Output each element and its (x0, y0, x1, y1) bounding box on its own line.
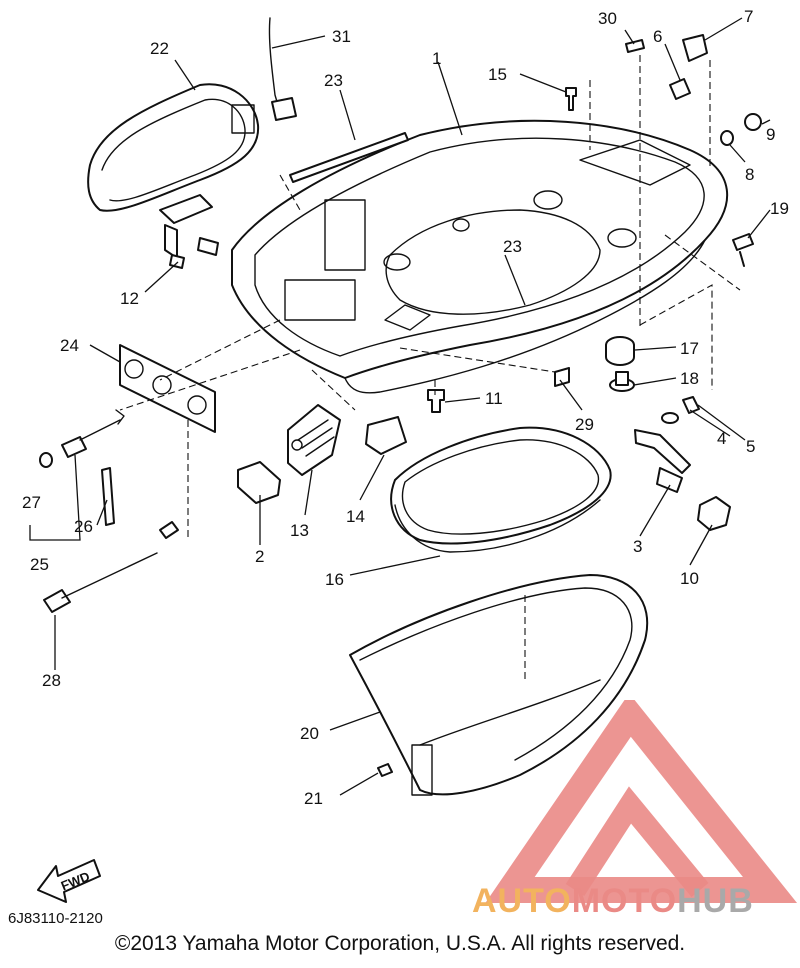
nut-part-5 (682, 396, 700, 414)
callout-30: 30 (598, 9, 617, 28)
leader-lines (29, 17, 771, 796)
callout-8: 8 (745, 165, 754, 184)
callout-10: 10 (680, 569, 699, 588)
callout-20: 20 (300, 724, 319, 743)
callout-11: 11 (485, 389, 503, 408)
grommet-part-17 (605, 336, 635, 366)
callout-25: 25 (30, 555, 49, 574)
fwd-arrow-icon: FWD (37, 859, 101, 903)
washer-part-4 (661, 412, 679, 424)
callout-labels: 1 2 3 4 5 6 7 8 9 10 11 12 13 14 15 16 1… (22, 7, 789, 808)
callout-21: 21 (304, 789, 323, 808)
label-parts (554, 39, 645, 387)
seal-gasket-part (390, 426, 612, 553)
callout-6: 6 (653, 27, 662, 46)
callout-18: 18 (680, 369, 699, 388)
strip-part-23 (289, 132, 409, 183)
bracket-part-3 (634, 429, 691, 493)
callout-27: 27 (22, 493, 41, 512)
callout-16: 16 (325, 570, 344, 589)
automotohub-logo-icon (485, 700, 798, 903)
callout-3: 3 (633, 537, 642, 556)
callout-23a: 23 (324, 71, 343, 90)
fwd-label: FWD (59, 869, 92, 894)
callout-1: 1 (432, 49, 441, 68)
grommet-plate-part (119, 344, 216, 433)
callout-13: 13 (290, 521, 309, 540)
rectifier-part (287, 404, 341, 476)
callout-14: 14 (346, 507, 365, 526)
bushing-part-18 (609, 371, 635, 392)
callout-29: 29 (575, 415, 594, 434)
callout-2: 2 (255, 547, 264, 566)
lower-cover-part (349, 574, 649, 796)
hardware-parts (377, 34, 762, 777)
callout-19: 19 (770, 199, 789, 218)
callout-31: 31 (332, 27, 351, 46)
callout-24: 24 (60, 336, 79, 355)
assembly-dashed-lines (119, 55, 741, 680)
callout-17: 17 (680, 339, 699, 358)
callout-15: 15 (488, 65, 507, 84)
callout-23b: 23 (503, 237, 522, 256)
callout-4: 4 (717, 429, 726, 448)
bottom-cowling-part (231, 119, 729, 394)
part-code: 6J83110-2120 (8, 910, 103, 927)
cap-part-2 (237, 461, 281, 504)
seal-part-14 (365, 416, 407, 455)
watermark-wordmark: AUTOMOTOHUB (472, 882, 754, 921)
callout-5: 5 (746, 437, 755, 456)
callout-26: 26 (74, 517, 93, 536)
callout-9: 9 (766, 125, 775, 144)
callout-22: 22 (150, 39, 169, 58)
callout-28: 28 (42, 671, 61, 690)
cap-part-10 (697, 496, 731, 531)
wordmark-hub: HUB (677, 882, 754, 920)
copyright-notice: ©2013 Yamaha Motor Corporation, U.S.A. A… (114, 932, 686, 955)
hose-part-31 (268, 17, 297, 121)
fitting-parts (39, 409, 179, 613)
callout-7: 7 (744, 7, 753, 26)
wordmark-moto: MOTO (571, 882, 678, 920)
callout-12: 12 (120, 289, 139, 308)
top-cover-plate-part (87, 83, 260, 212)
fuel-joint-bracket-part (159, 194, 219, 269)
wordmark-auto: AUTO (472, 882, 572, 920)
